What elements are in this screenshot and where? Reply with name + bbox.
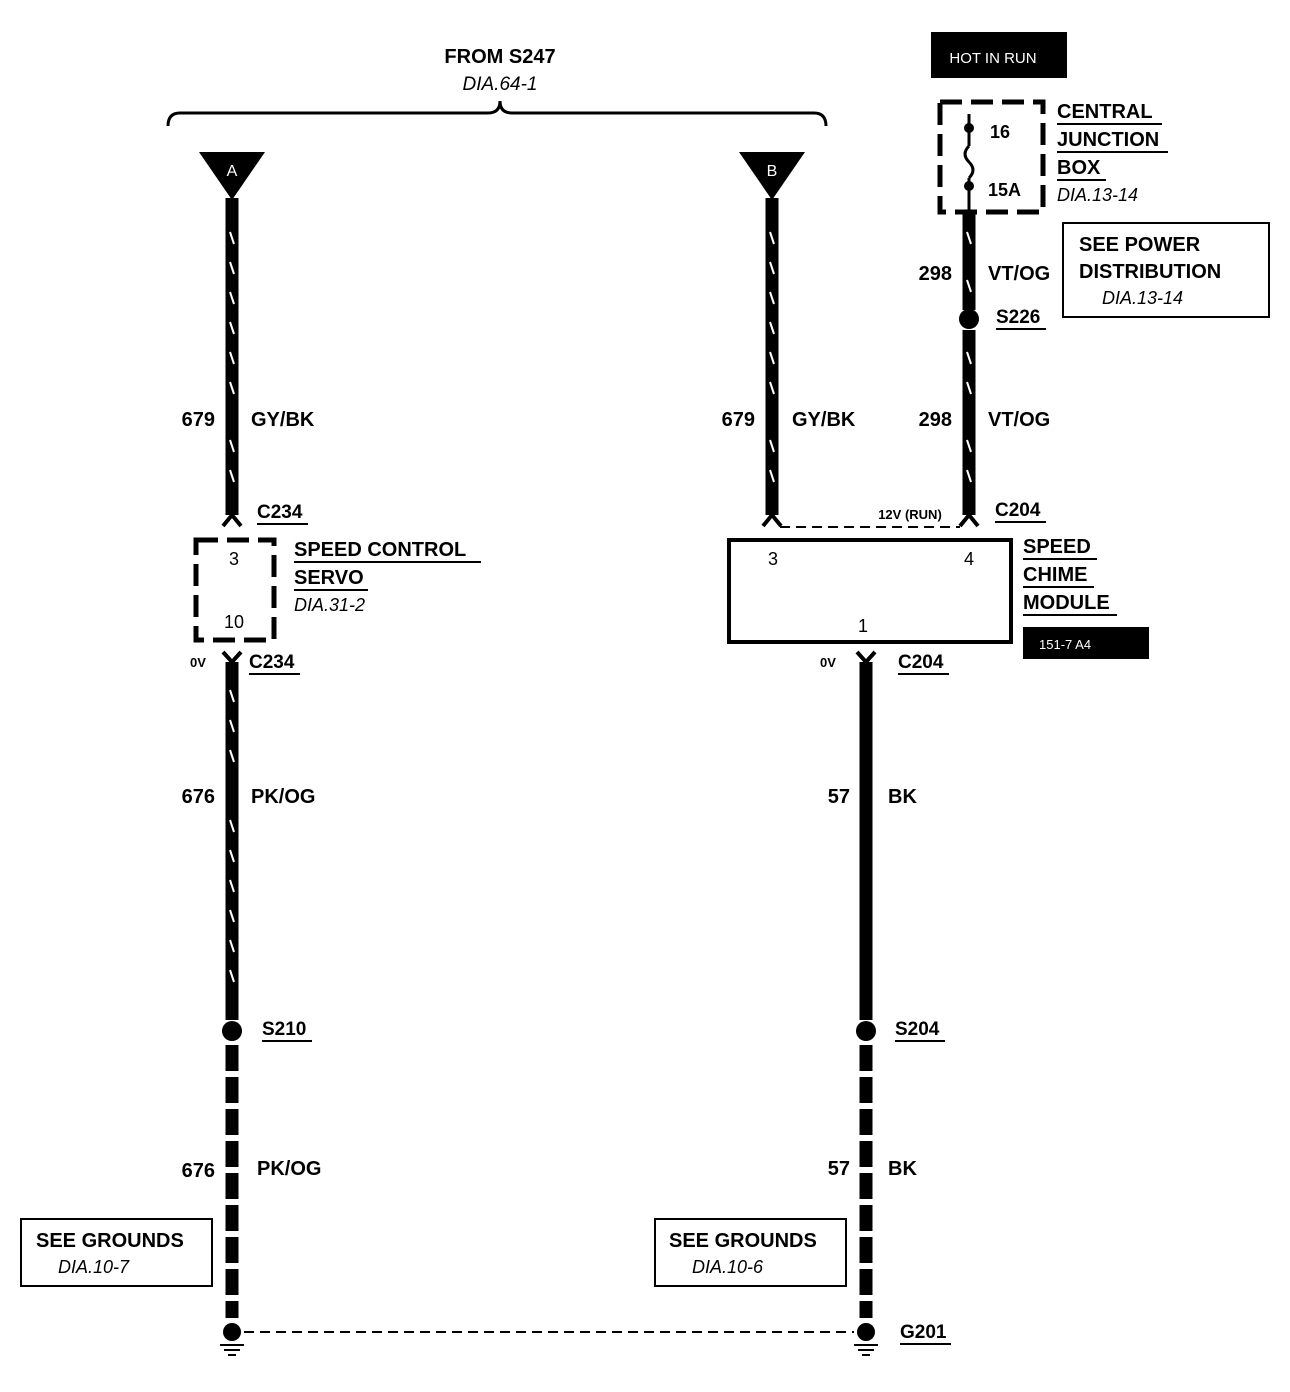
splice-s204 bbox=[856, 1021, 876, 1041]
wire-57-upper-number: 57 bbox=[828, 786, 850, 808]
wire-679-left-ticks bbox=[229, 231, 235, 483]
splice-s210-label: S210 bbox=[262, 1019, 306, 1040]
wire-298-upper-ticks bbox=[966, 231, 972, 293]
splice-s226 bbox=[959, 309, 979, 329]
fuse-rating: 15A bbox=[988, 180, 1021, 200]
servo-c234-bottom-label: C234 bbox=[249, 652, 295, 673]
source-label: FROM S247 bbox=[444, 46, 555, 68]
wire-298-lower-color: VT/OG bbox=[988, 409, 1050, 431]
fuse-number: 16 bbox=[990, 122, 1010, 142]
module-name-line-3: MODULE bbox=[1023, 592, 1110, 614]
ground-icon-right bbox=[854, 1323, 878, 1356]
wire-57-lower-color: BK bbox=[888, 1158, 917, 1180]
hot-in-run-badge bbox=[931, 32, 1067, 78]
see-grounds-left-title: SEE GROUNDS bbox=[36, 1230, 184, 1252]
see-grounds-right-box bbox=[654, 1218, 847, 1287]
splice-s210 bbox=[222, 1021, 242, 1041]
jbox-label-2: JUNCTION bbox=[1057, 129, 1159, 151]
wire-298-upper-color: VT/OG bbox=[988, 263, 1050, 285]
connector-a-label: A bbox=[227, 163, 238, 180]
wire-57-lower-number: 57 bbox=[828, 1158, 850, 1180]
see-grounds-left-box bbox=[20, 1218, 213, 1287]
wire-298-lower-number: 298 bbox=[919, 409, 952, 431]
c234-top-pin bbox=[221, 511, 243, 528]
module-c204-bottom-label: C204 bbox=[898, 652, 944, 673]
see-power-line-2: DISTRIBUTION bbox=[1079, 261, 1221, 283]
wire-676-lower-color: PK/OG bbox=[257, 1158, 321, 1180]
servo-name-line-1: SPEED CONTROL bbox=[294, 539, 466, 561]
wire-57-upper-color: BK bbox=[888, 786, 917, 808]
ground-g201-label: G201 bbox=[900, 1322, 947, 1343]
module-pin-3: 3 bbox=[768, 549, 778, 569]
speed-chime-module-box bbox=[727, 538, 1013, 644]
hot-in-run-text: HOT IN RUN bbox=[949, 50, 1036, 67]
connector-b: B bbox=[739, 152, 805, 200]
jbox-reference: DIA.13-14 bbox=[1057, 185, 1138, 205]
wire-676-upper-ticks bbox=[229, 689, 235, 983]
servo-pin-10: 10 bbox=[224, 612, 244, 632]
wire-679-left-color: GY/BK bbox=[251, 409, 315, 431]
module-name-line-1: SPEED bbox=[1023, 536, 1091, 558]
jbox-label-1: CENTRAL bbox=[1057, 101, 1153, 123]
wire-298-upper-number: 298 bbox=[919, 263, 952, 285]
wire-676-lower-number: 676 bbox=[182, 1160, 215, 1182]
wire-679-right-ticks bbox=[769, 231, 775, 483]
c204-top-label: C204 bbox=[995, 500, 1041, 521]
connector-b-label: B bbox=[767, 163, 778, 180]
see-grounds-right-title: SEE GROUNDS bbox=[669, 1230, 817, 1252]
see-power-distribution-box bbox=[1062, 222, 1270, 318]
module-ref-badge-text: 151-7 A4 bbox=[1039, 637, 1091, 652]
c204-pin4 bbox=[958, 511, 980, 528]
wire-676-upper-color: PK/OG bbox=[251, 786, 315, 808]
splice-s226-label: S226 bbox=[996, 307, 1040, 328]
splice-s204-label: S204 bbox=[895, 1019, 940, 1040]
wire-679-right-number: 679 bbox=[722, 409, 755, 431]
see-grounds-right-reference: DIA.10-6 bbox=[692, 1257, 764, 1277]
servo-c234-top-label: C234 bbox=[257, 502, 303, 523]
connector-a: A bbox=[199, 152, 265, 200]
wire-676-upper-number: 676 bbox=[182, 786, 215, 808]
wire-679-left-number: 679 bbox=[182, 409, 215, 431]
c234-bottom-pin bbox=[221, 650, 243, 665]
module-voltage-0v: 0V bbox=[820, 655, 836, 670]
jbox-label-3: BOX bbox=[1057, 157, 1101, 179]
central-junction-box bbox=[937, 99, 1046, 215]
voltage-12v-run: 12V (RUN) bbox=[878, 507, 942, 522]
wire-679-right-color: GY/BK bbox=[792, 409, 856, 431]
fuse-icon bbox=[963, 144, 975, 180]
servo-name-line-2: SERVO bbox=[294, 567, 364, 589]
c204-bottom-pin bbox=[855, 650, 877, 665]
speed-control-servo-box bbox=[193, 537, 277, 643]
servo-pin-3: 3 bbox=[229, 549, 239, 569]
servo-reference: DIA.31-2 bbox=[294, 595, 365, 615]
module-ref-badge bbox=[1023, 627, 1149, 659]
module-pin-4: 4 bbox=[964, 549, 974, 569]
source-reference: DIA.64-1 bbox=[463, 74, 538, 95]
module-name-line-2: CHIME bbox=[1023, 564, 1087, 586]
see-power-line-1: SEE POWER bbox=[1079, 234, 1201, 256]
source-bracket bbox=[166, 100, 828, 127]
servo-voltage-0v: 0V bbox=[190, 655, 206, 670]
module-pin-1: 1 bbox=[858, 616, 868, 636]
ground-icon-left bbox=[220, 1323, 244, 1356]
c204-pin3 bbox=[761, 511, 783, 528]
see-power-reference: DIA.13-14 bbox=[1102, 288, 1183, 308]
see-grounds-left-reference: DIA.10-7 bbox=[58, 1257, 130, 1277]
wire-298-lower-ticks bbox=[966, 351, 972, 483]
